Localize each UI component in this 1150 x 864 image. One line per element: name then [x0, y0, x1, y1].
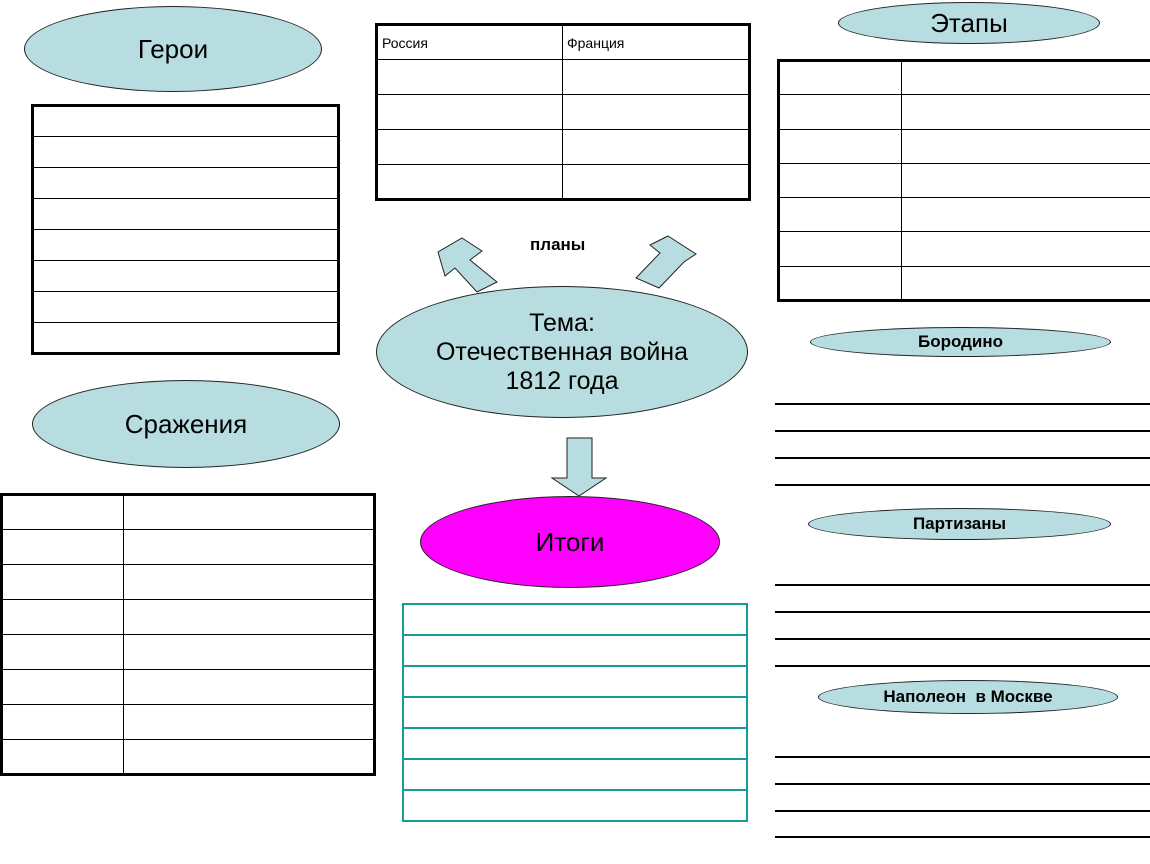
writing-line — [775, 836, 1150, 838]
topic-napoleon-ellipse: Наполеон в Москве — [818, 680, 1118, 714]
writing-line — [775, 484, 1150, 486]
topic-borodino-ellipse: Бородино — [810, 327, 1111, 357]
writing-line — [775, 638, 1150, 640]
topic-napoleon-title: Наполеон в Москве — [883, 687, 1053, 706]
writing-line — [775, 584, 1150, 586]
topic-line-2: Отечественная война — [435, 337, 689, 366]
writing-line — [775, 783, 1150, 785]
writing-line — [775, 403, 1150, 405]
topic-partisans-title: Партизаны — [912, 514, 1007, 533]
writing-line — [775, 756, 1150, 758]
writing-line — [775, 430, 1150, 432]
plans-label: планы — [530, 235, 586, 254]
stages-table — [777, 59, 1150, 302]
results-ellipse: Итоги — [420, 496, 720, 588]
stages-title: Этапы — [930, 7, 1008, 38]
writing-line — [775, 457, 1150, 459]
topic-line-3: 1812 года — [505, 366, 619, 395]
heroes-title: Герои — [137, 33, 209, 64]
stages-ellipse: Этапы — [838, 2, 1100, 44]
writing-line — [775, 810, 1150, 812]
results-title: Итоги — [535, 526, 605, 557]
arrow-down-icon — [550, 437, 608, 497]
results-table — [402, 603, 748, 822]
battles-table — [0, 493, 376, 776]
topic-line-1: Тема: — [529, 308, 595, 337]
battles-ellipse: Сражения — [32, 380, 340, 468]
writing-line — [775, 611, 1150, 613]
topic-partisans-ellipse: Партизаны — [808, 508, 1111, 540]
battles-title: Сражения — [124, 408, 248, 439]
topic-borodino-title: Бородино — [917, 332, 1004, 351]
comparison-table: Россия Франция — [375, 23, 751, 201]
topic-ellipse: Тема: Отечественная война 1812 года — [376, 286, 748, 418]
arrow-up-left-icon — [437, 237, 498, 293]
writing-line — [775, 665, 1150, 667]
heroes-table — [31, 104, 340, 355]
comparison-col-france: Франция — [562, 24, 750, 60]
arrow-up-right-icon — [635, 235, 697, 289]
comparison-col-russia: Россия — [376, 24, 563, 60]
heroes-ellipse: Герои — [24, 6, 322, 92]
